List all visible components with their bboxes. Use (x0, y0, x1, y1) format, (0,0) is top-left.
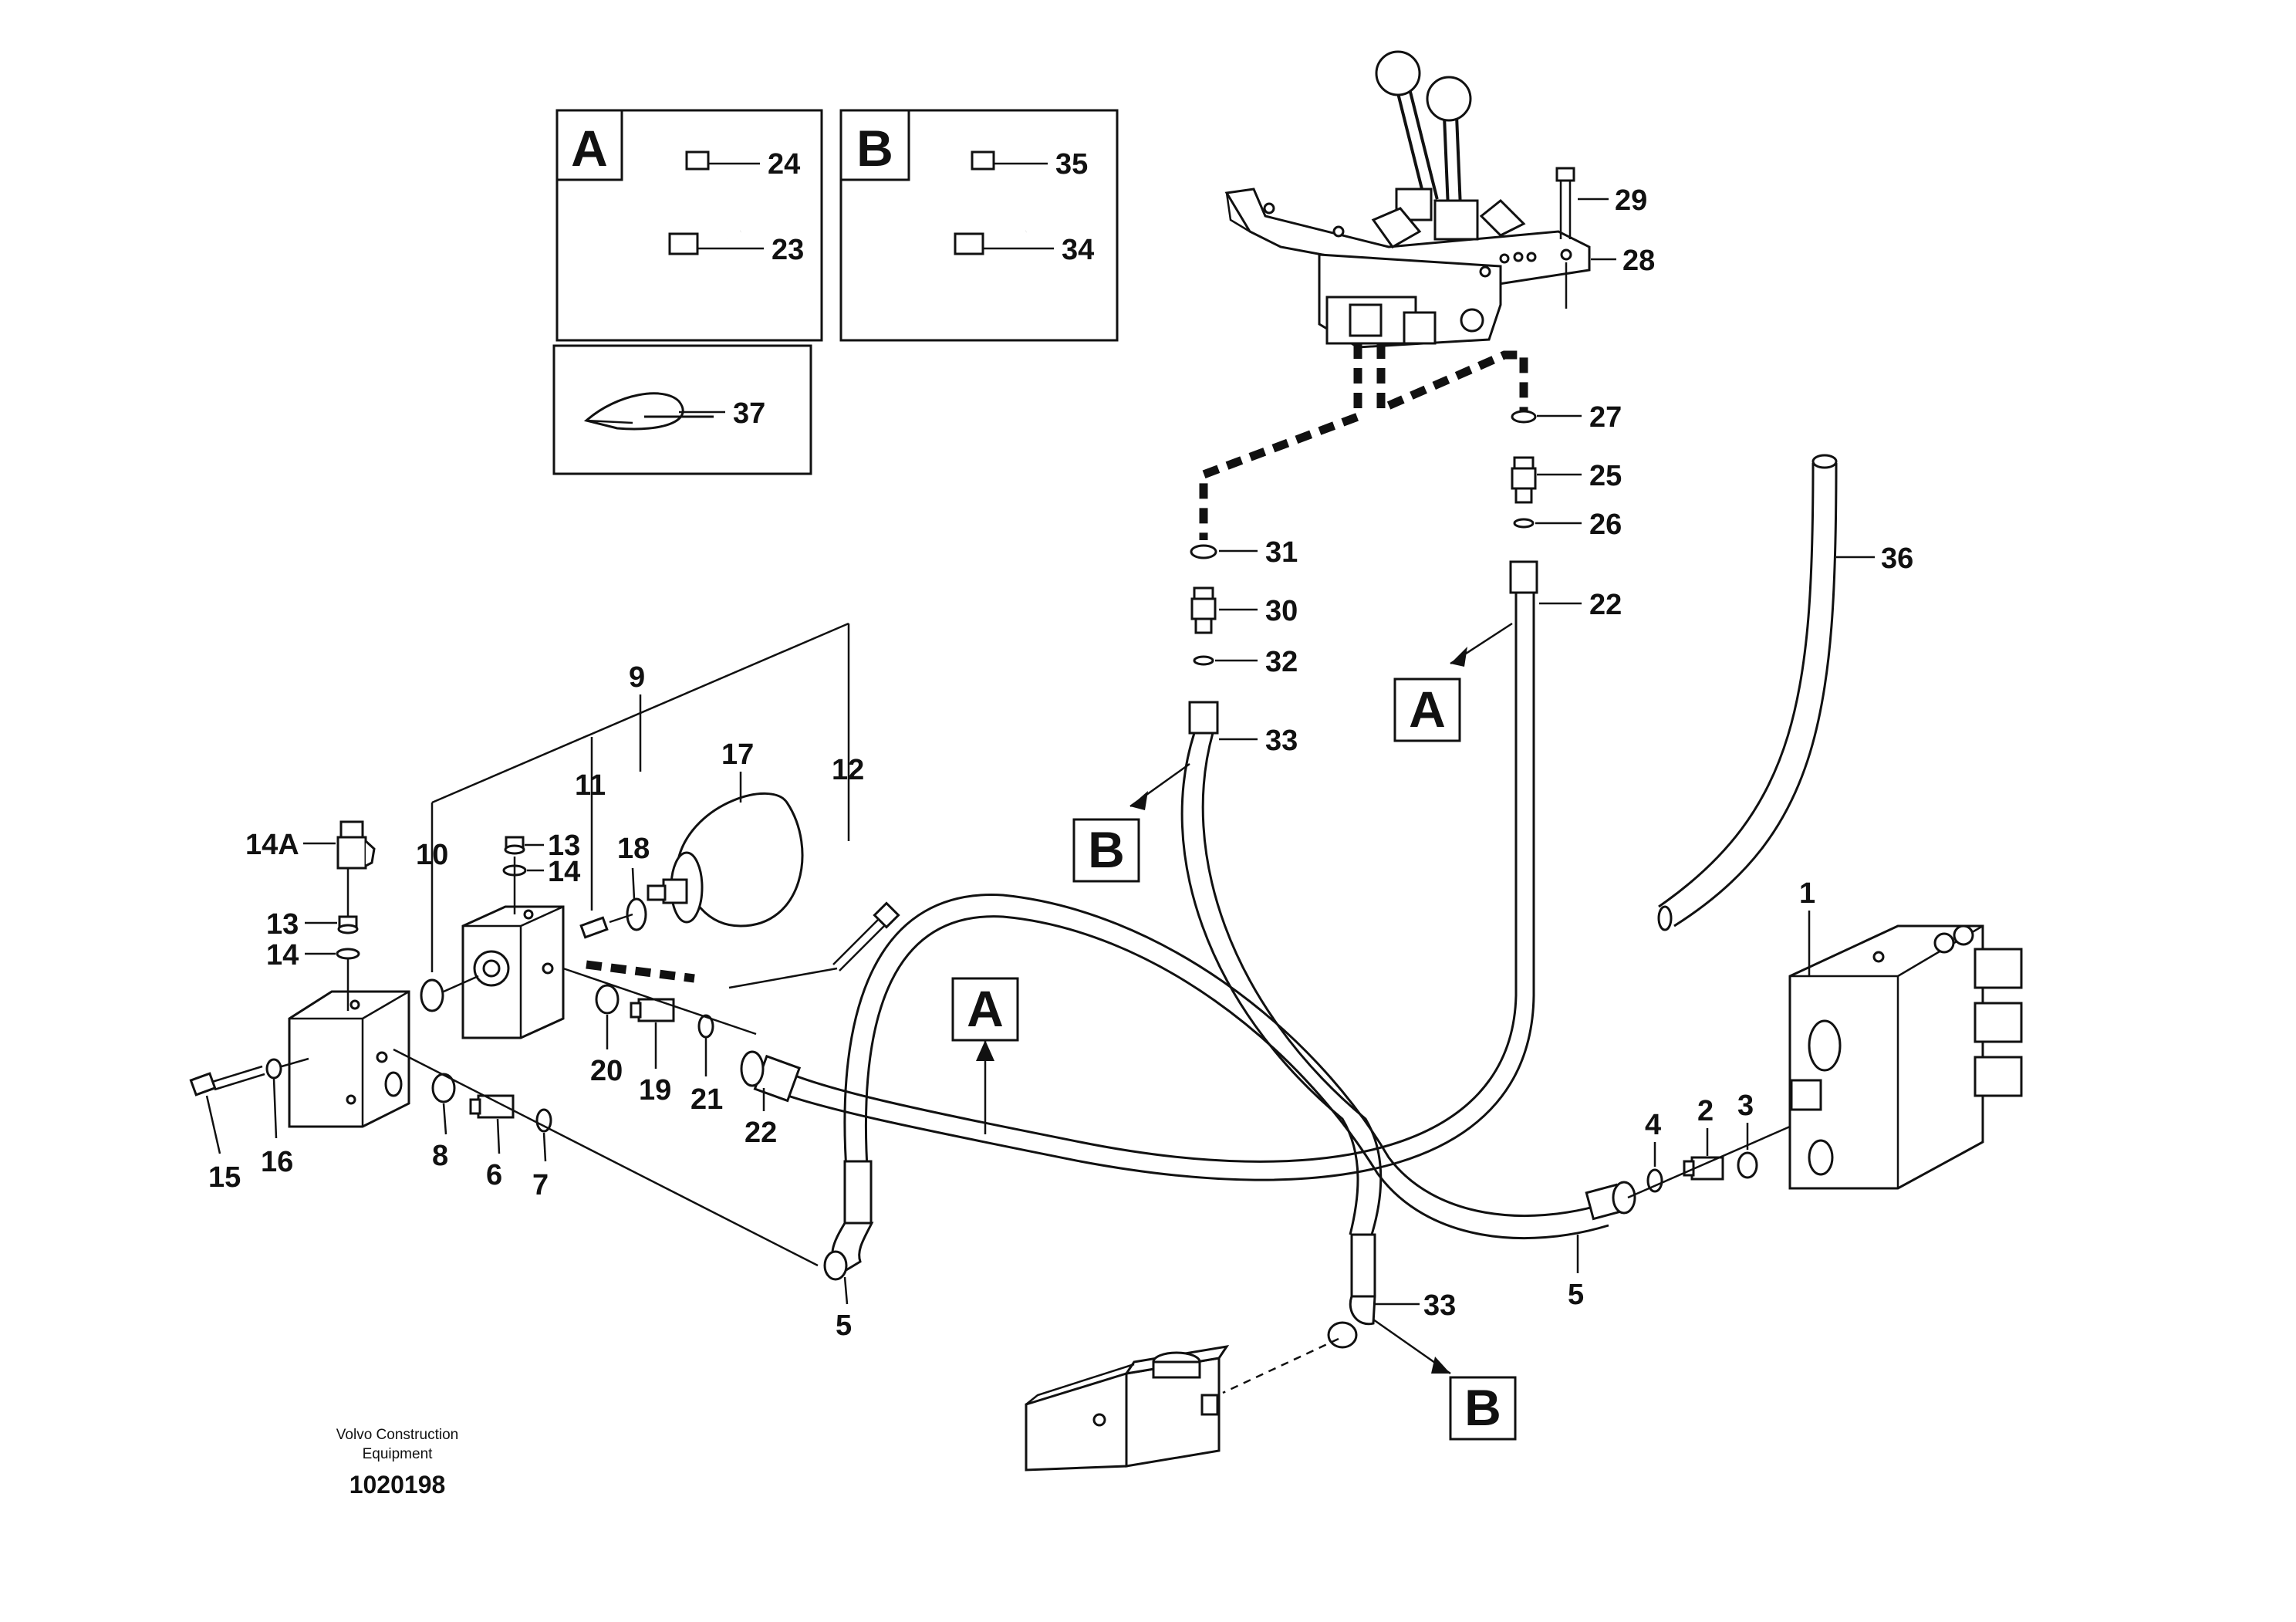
callout-32: 32 (1265, 646, 1298, 678)
callout-19: 19 (639, 1074, 671, 1107)
callout-13-lower: 13 (266, 908, 299, 941)
callout-5-left: 5 (836, 1309, 852, 1342)
callout-28: 28 (1622, 245, 1655, 277)
callout-24: 24 (768, 148, 800, 181)
callout-2: 2 (1697, 1095, 1714, 1127)
cable-tie-icon (599, 150, 741, 256)
bolt-29 (1555, 167, 1575, 239)
callout-15: 15 (208, 1161, 241, 1194)
callout-3: 3 (1737, 1090, 1754, 1122)
pilot-control-valve (1224, 50, 1591, 349)
callout-17: 17 (721, 738, 754, 771)
callout-25: 25 (1589, 460, 1622, 492)
accumulator-17 (647, 792, 804, 928)
callout-11: 11 (575, 769, 606, 802)
callout-22: 22 (1589, 589, 1622, 621)
fittings-19-20-21 (595, 984, 714, 1039)
callout-26: 26 (1589, 509, 1622, 541)
callout-12: 12 (832, 754, 864, 786)
callout-23: 23 (772, 234, 804, 266)
screw-13-lower (336, 868, 360, 1011)
valve-block-lower (288, 990, 410, 1128)
callout-4: 4 (1645, 1109, 1661, 1141)
marker-b-upper: B (1072, 762, 1190, 883)
callout-33-lower: 33 (1423, 1289, 1456, 1322)
callout-33: 33 (1265, 725, 1298, 757)
control-valve-1 (1788, 924, 2023, 1190)
callout-10: 10 (416, 839, 448, 871)
valve-block-upper (461, 905, 565, 1039)
fitting-stack-left (1188, 544, 1219, 735)
callout-7: 7 (532, 1169, 549, 1201)
callout-14A: 14A (245, 829, 299, 861)
hose-strap-icon (583, 392, 714, 431)
cable-tie-icon (884, 150, 1027, 256)
callout-29: 29 (1615, 184, 1647, 217)
marker-b-lower: B (1373, 1318, 1517, 1441)
solenoid-valve (1025, 1344, 1230, 1472)
callout-20: 20 (590, 1055, 623, 1087)
callout-13-upper: 13 (548, 830, 580, 862)
screw-11 (579, 916, 609, 939)
callout-31: 31 (1265, 536, 1298, 569)
sensor-14A (336, 820, 376, 870)
fittings-6-7-8 (431, 1073, 552, 1133)
detail-box-37: 37 (552, 344, 812, 475)
callout-1: 1 (1799, 877, 1815, 910)
callout-8: 8 (432, 1140, 448, 1172)
callout-5-right: 5 (1568, 1279, 1584, 1311)
svg-text:A: A (967, 980, 1004, 1037)
callout-30: 30 (1265, 595, 1298, 627)
fitting-stack-right (1509, 410, 1538, 594)
callout-34: 34 (1062, 234, 1094, 266)
callout-18: 18 (617, 833, 650, 865)
marker-a-middle: A (951, 977, 1019, 1134)
footer-brand-line-2: Equipment (363, 1446, 434, 1462)
callout-27: 27 (1589, 401, 1622, 434)
detail-box-b: B 35 34 (839, 109, 1119, 342)
callout-36: 36 (1881, 542, 1913, 575)
svg-text:A: A (1409, 681, 1446, 738)
fittings-2-3-4 (1646, 1151, 1758, 1193)
bolt-12 (832, 901, 900, 972)
svg-text:B: B (1464, 1379, 1501, 1436)
hose-36 (1657, 454, 1838, 931)
callout-35: 35 (1055, 148, 1088, 181)
marker-a-upper: A (1393, 622, 1513, 742)
detail-box-a-letter: A (571, 120, 608, 177)
callout-21: 21 (690, 1083, 723, 1116)
detail-box-b-letter: B (856, 120, 893, 177)
footer-brand-line-1: Volvo Construction (336, 1427, 458, 1443)
callout-37: 37 (733, 397, 765, 430)
callout-14-lower: 14 (266, 939, 299, 972)
hose-end-fittings (740, 1050, 1636, 1349)
bolt-15 (189, 1065, 265, 1097)
callout-14-upper: 14 (548, 856, 580, 888)
screw-13-upper (502, 836, 527, 914)
svg-text:B: B (1088, 821, 1125, 878)
callout-22-lower: 22 (745, 1117, 777, 1149)
callout-6: 6 (486, 1159, 502, 1191)
callout-9: 9 (629, 661, 645, 694)
detail-box-a: A 24 23 (555, 109, 823, 342)
diagram-number: 1020198 (349, 1471, 446, 1499)
callout-16: 16 (261, 1146, 293, 1178)
